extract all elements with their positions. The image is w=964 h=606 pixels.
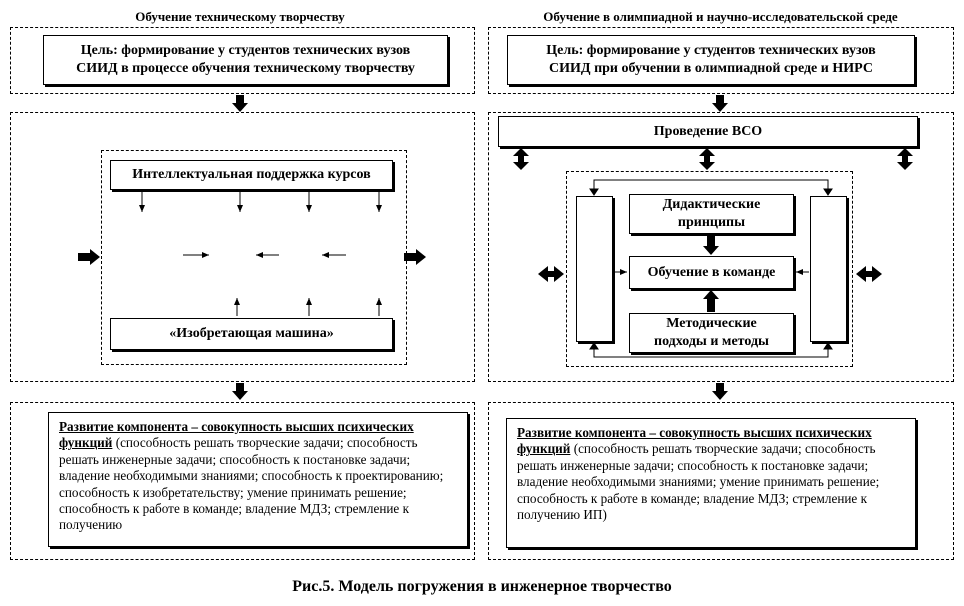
right-goal-frame <box>488 27 954 94</box>
figure-caption: Рис.5. Модель погружения в инженерное тв… <box>292 578 672 595</box>
left-result-box: Развитие компонента – совокупность высши… <box>48 412 468 547</box>
right-goal-box: Цель: формирование у студентов техническ… <box>507 35 915 85</box>
left-result-body: (способность решать творческие задачи; с… <box>59 435 444 533</box>
left-process-frame <box>10 112 475 382</box>
left-down-arrow-2 <box>232 383 248 400</box>
left-support-box: Интеллектуальная поддержка курсов <box>110 160 393 190</box>
right-title: Обучение в олимпиадной и научно-исследов… <box>543 9 898 24</box>
left-goal-frame <box>10 27 475 94</box>
right-down-arrow-2 <box>712 383 728 400</box>
right-process-frame <box>488 112 954 382</box>
left-title: Обучение техническому творчеству <box>135 9 345 24</box>
right-result-heading: Развитие компонента – совокупность высши… <box>517 425 872 457</box>
right-vso-bar: Проведение ВСО <box>498 116 918 147</box>
right-inner-frame <box>566 171 853 367</box>
right-left-column-bar <box>576 196 613 342</box>
left-machine-box: «Изобретающая машина» <box>110 318 393 350</box>
right-right-column-bar <box>810 196 847 342</box>
left-goal-box: Цель: формирование у студентов техническ… <box>43 35 448 85</box>
left-result-frame <box>10 402 475 560</box>
right-down-arrow-1 <box>712 95 728 112</box>
left-result-heading: Развитие компонента – совокупность высши… <box>59 419 414 451</box>
right-result-box: Развитие компонента – совокупность высши… <box>506 418 916 548</box>
right-team-box: Обучение в команде <box>629 256 794 289</box>
right-methods-box: Методические подходы и методы <box>629 313 794 353</box>
right-result-frame <box>488 402 954 560</box>
right-result-body: (способность решать творческие задачи; с… <box>517 441 880 523</box>
left-down-arrow-1 <box>232 95 248 112</box>
right-didactic-box: Дидактические принципы <box>629 194 794 234</box>
